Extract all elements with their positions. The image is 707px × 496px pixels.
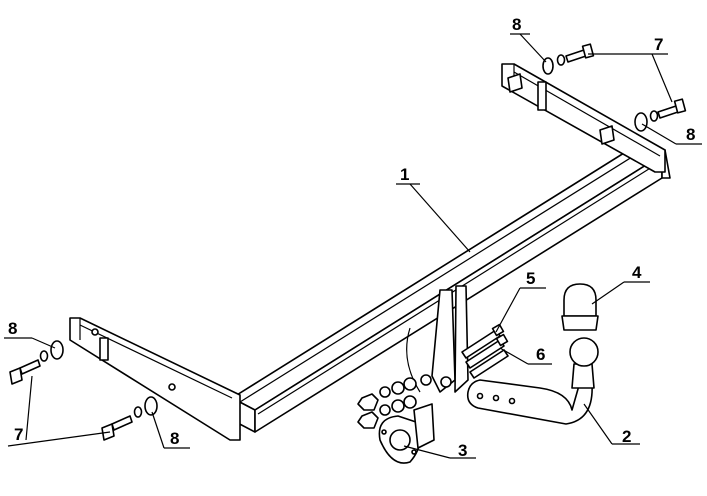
left-fasteners (9, 340, 158, 441)
label-part-2: 2 (622, 427, 631, 446)
crossbar-beam (231, 142, 671, 433)
label-part-7-bottom: 7 (14, 425, 23, 444)
label-part-4: 4 (632, 263, 642, 282)
label-part-6: 6 (536, 345, 545, 364)
nuts-washers-group (357, 377, 417, 429)
label-part-1: 1 (400, 165, 409, 184)
ball-cover-cap (561, 283, 599, 331)
socket-plate (378, 403, 435, 464)
left-side-bracket (69, 317, 241, 441)
bolts-5-6 (461, 323, 509, 379)
label-part-8-top-right: 8 (686, 125, 695, 144)
tow-ball-arm (466, 337, 599, 425)
center-mounting-plate (406, 285, 469, 393)
label-part-8-bottom: 8 (170, 429, 179, 448)
label-part-8-top-left: 8 (512, 15, 521, 34)
label-part-3: 3 (458, 441, 467, 460)
right-side-bracket (501, 63, 666, 173)
top-right-fasteners (542, 43, 687, 132)
label-part-8-left: 8 (8, 319, 17, 338)
label-part-5: 5 (526, 269, 535, 288)
label-part-7-top: 7 (654, 35, 663, 54)
leader-lines (4, 33, 702, 459)
